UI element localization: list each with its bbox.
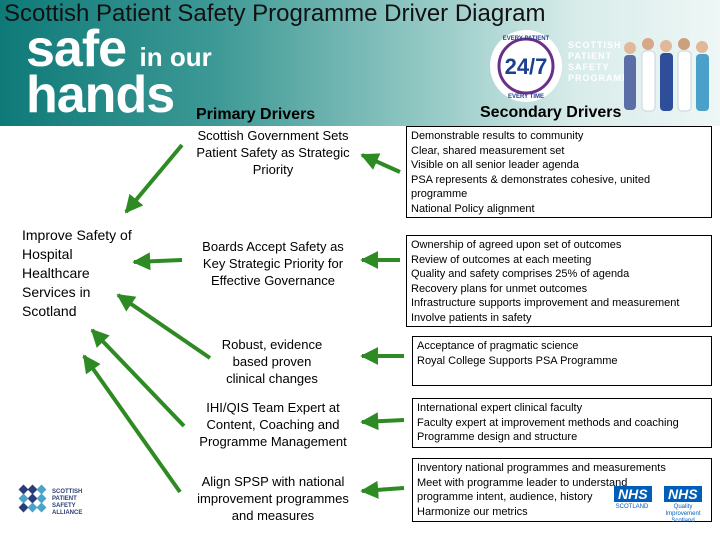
nhs-qis-logo: NHS <box>664 486 702 502</box>
nhs-scotland-subtext: SCOTLAND <box>612 504 652 511</box>
alliance-logo-line: SCOTTISH <box>52 489 82 496</box>
nhs-qis-subtext: Quality Improvement Scotland <box>660 504 706 525</box>
arrow-primary-to-aim-4 <box>92 330 184 426</box>
arrow-secondary-to-primary-4 <box>362 420 404 422</box>
arrow-secondary-to-primary-1 <box>362 155 400 172</box>
nhs-scotland-logo: NHS <box>614 486 652 502</box>
alliance-logo-line: SAFETY <box>52 503 82 510</box>
arrow-primary-to-aim-2 <box>134 260 182 262</box>
arrow-secondary-to-primary-5 <box>362 488 404 491</box>
arrow-primary-to-aim-1 <box>126 145 182 212</box>
arrow-primary-to-aim-3 <box>118 295 210 358</box>
alliance-logo-text: SCOTTISH PATIENT SAFETY ALLIANCE <box>52 489 82 517</box>
alliance-logo-line: PATIENT <box>52 496 82 503</box>
arrow-primary-to-aim-5 <box>84 356 180 492</box>
patient-safety-alliance-icon <box>16 482 50 516</box>
alliance-logo-line: ALLIANCE <box>52 510 82 517</box>
